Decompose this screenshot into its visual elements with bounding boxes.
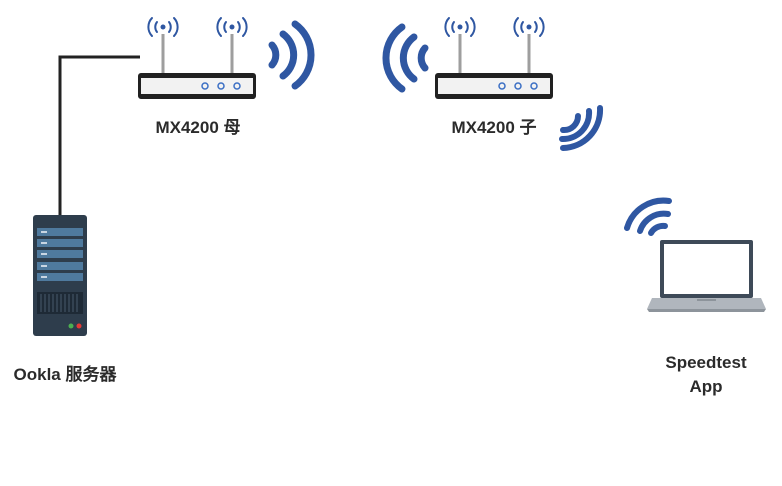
router-main-label: MX4200 母: [155, 118, 241, 137]
client-label-line2: App: [689, 377, 723, 396]
router-node-icon: [435, 17, 553, 99]
wifi-waves-node-send-icon: [559, 105, 604, 151]
client-label-line1: Speedtest: [665, 353, 747, 372]
server-label: Ookla 服务器: [13, 365, 117, 384]
router-node-label: MX4200 子: [451, 118, 537, 137]
laptop-icon: [647, 240, 766, 312]
wifi-waves-laptop-icon: [624, 197, 672, 236]
wifi-waves-node-receive-icon: [382, 23, 429, 93]
server-icon: [33, 215, 87, 336]
ethernet-cable: [58, 55, 140, 216]
wifi-waves-main-icon: [268, 20, 315, 90]
router-main-icon: [138, 17, 256, 99]
